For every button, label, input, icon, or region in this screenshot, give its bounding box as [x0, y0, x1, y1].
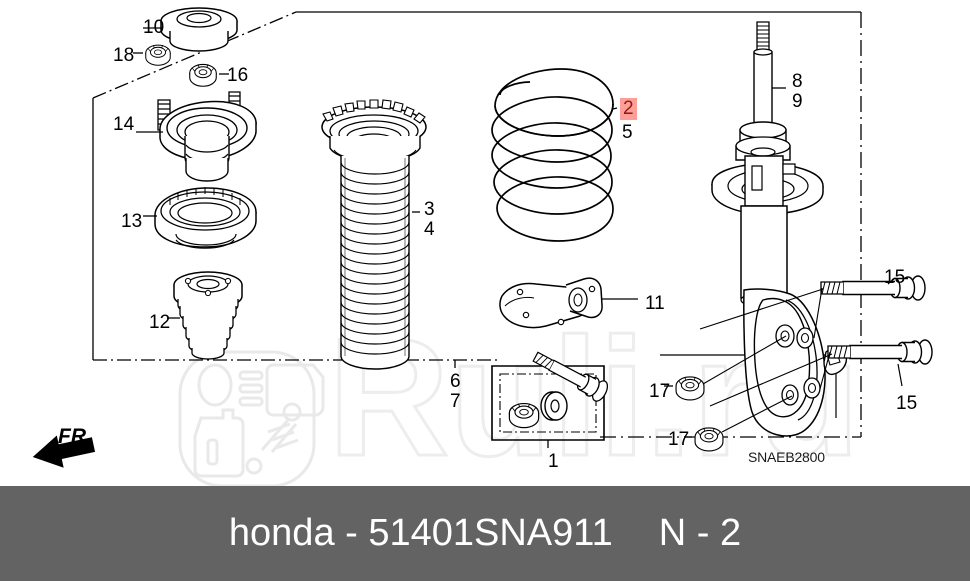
part-14-mounting-base: [157, 91, 257, 182]
exploded-view-line-art: [92, 7, 933, 452]
part-3-4-dust-cover: [321, 99, 427, 370]
callout-damper-unit-left[interactable]: 9: [792, 91, 803, 112]
part-8-9-damper-unit: [711, 21, 848, 437]
part-18-flange-nut: [145, 44, 171, 66]
footer-part-title: honda - 51401SNA911: [228, 512, 613, 554]
callout-bump-stop-rubber[interactable]: 12: [149, 312, 171, 333]
callout-spring-mounting-rubber[interactable]: 13: [121, 211, 143, 232]
callout-front-coil-spring-alt[interactable]: 5: [622, 122, 633, 143]
part-16-lock-nut: [189, 63, 217, 87]
callout-dust-cover-upper[interactable]: 3: [424, 199, 435, 220]
callout-flange-bolt-lower[interactable]: 15: [896, 393, 918, 414]
part-17-lock-nut-lower: [694, 427, 724, 452]
part-13-spring-seat: [154, 187, 257, 249]
callout-front-coil-spring[interactable]: 2: [620, 98, 637, 120]
callout-damper-set-right[interactable]: 6: [450, 371, 461, 392]
part-12-bump-stop: [173, 271, 243, 360]
callout-self-locking-nut-upper[interactable]: 17: [649, 381, 671, 402]
callout-self-locking-nut-lower[interactable]: 17: [668, 429, 690, 450]
callout-hardware-kit[interactable]: 1: [548, 451, 559, 472]
callout-dust-cover-lower[interactable]: 4: [424, 219, 435, 240]
callout-brake-hose-bracket[interactable]: 11: [645, 293, 665, 314]
callout-damper-unit-right[interactable]: 8: [792, 71, 803, 92]
callout-self-locking-nut[interactable]: 16: [227, 65, 249, 86]
part-11-hose-bracket: [499, 277, 603, 329]
part-15-flange-bolt-upper: [820, 275, 926, 301]
diagram-code: SNAEB2800: [748, 449, 825, 465]
callout-flange-nut-upper[interactable]: 18: [113, 45, 135, 66]
part-10-mount-cap: [160, 7, 238, 52]
callout-damper-set-left[interactable]: 7: [450, 391, 461, 412]
callout-damper-mounting-base[interactable]: 14: [113, 114, 135, 135]
part-17-lock-nut-upper: [675, 376, 705, 401]
front-direction-arrow: [32, 435, 96, 468]
callout-flange-bolt-upper[interactable]: 15: [884, 267, 906, 288]
part-2-coil-spring: [491, 68, 614, 242]
part-1-hardware-kit: [508, 351, 609, 429]
parts-diagram-canvas: Ruli.ru: [32, 7, 933, 486]
footer-section-code: N - 2: [658, 512, 742, 554]
footer-bar: honda - 51401SNA911 N - 2: [0, 486, 970, 581]
callout-strut-mount-cap[interactable]: 10: [143, 17, 165, 38]
front-direction-label: FR.: [58, 425, 92, 448]
